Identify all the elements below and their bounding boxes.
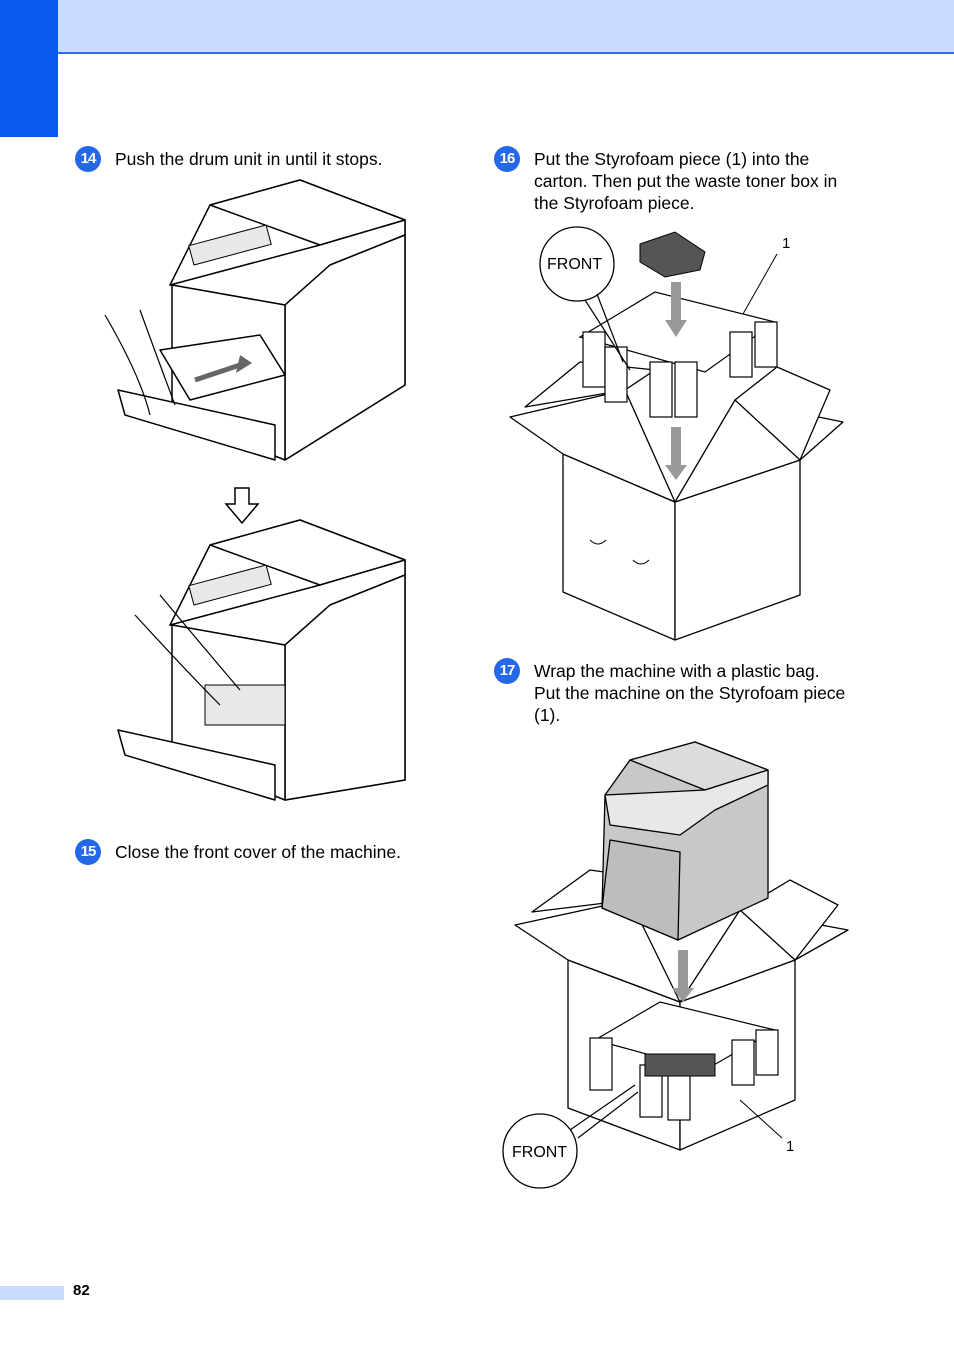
step-number-badge: 16 <box>494 146 520 172</box>
machine-into-carton-illustration: FRONT 1 <box>502 741 849 1189</box>
printer-front-cover-illustration <box>117 519 406 801</box>
header-band <box>0 0 954 54</box>
step-text: Put the Styrofoam piece (1) into the car… <box>534 149 838 213</box>
step-text: Push the drum unit in until it stops. <box>115 149 383 169</box>
carton-styrofoam-illustration: FRONT 1 <box>509 226 844 641</box>
footer-band <box>0 1286 64 1300</box>
printer-drum-push-illustration <box>104 179 406 461</box>
front-callout-circle <box>502 1113 578 1189</box>
front-callout-circle <box>539 226 615 302</box>
step-16: 16 Put the Styrofoam piece (1) into the … <box>494 146 838 214</box>
step-number-badge: 14 <box>75 146 101 172</box>
step-14: 14 Push the drum unit in until it stops. <box>75 146 383 172</box>
front-label: FRONT <box>547 256 602 273</box>
step-15: 15 Close the front cover of the machine. <box>75 839 401 865</box>
step-text: Wrap the machine with a plastic bag. Put… <box>534 661 846 725</box>
step-number-badge: 17 <box>494 658 520 684</box>
step-17: 17 Wrap the machine with a plastic bag. … <box>494 658 846 726</box>
down-arrow-icon <box>224 487 260 525</box>
chapter-tab <box>0 0 58 137</box>
callout-number: 1 <box>782 235 790 252</box>
page-number: 82 <box>73 1282 90 1299</box>
step-number-badge: 15 <box>75 839 101 865</box>
step-text: Close the front cover of the machine. <box>115 842 401 862</box>
callout-number: 1 <box>786 1138 794 1155</box>
front-label: FRONT <box>512 1144 567 1161</box>
